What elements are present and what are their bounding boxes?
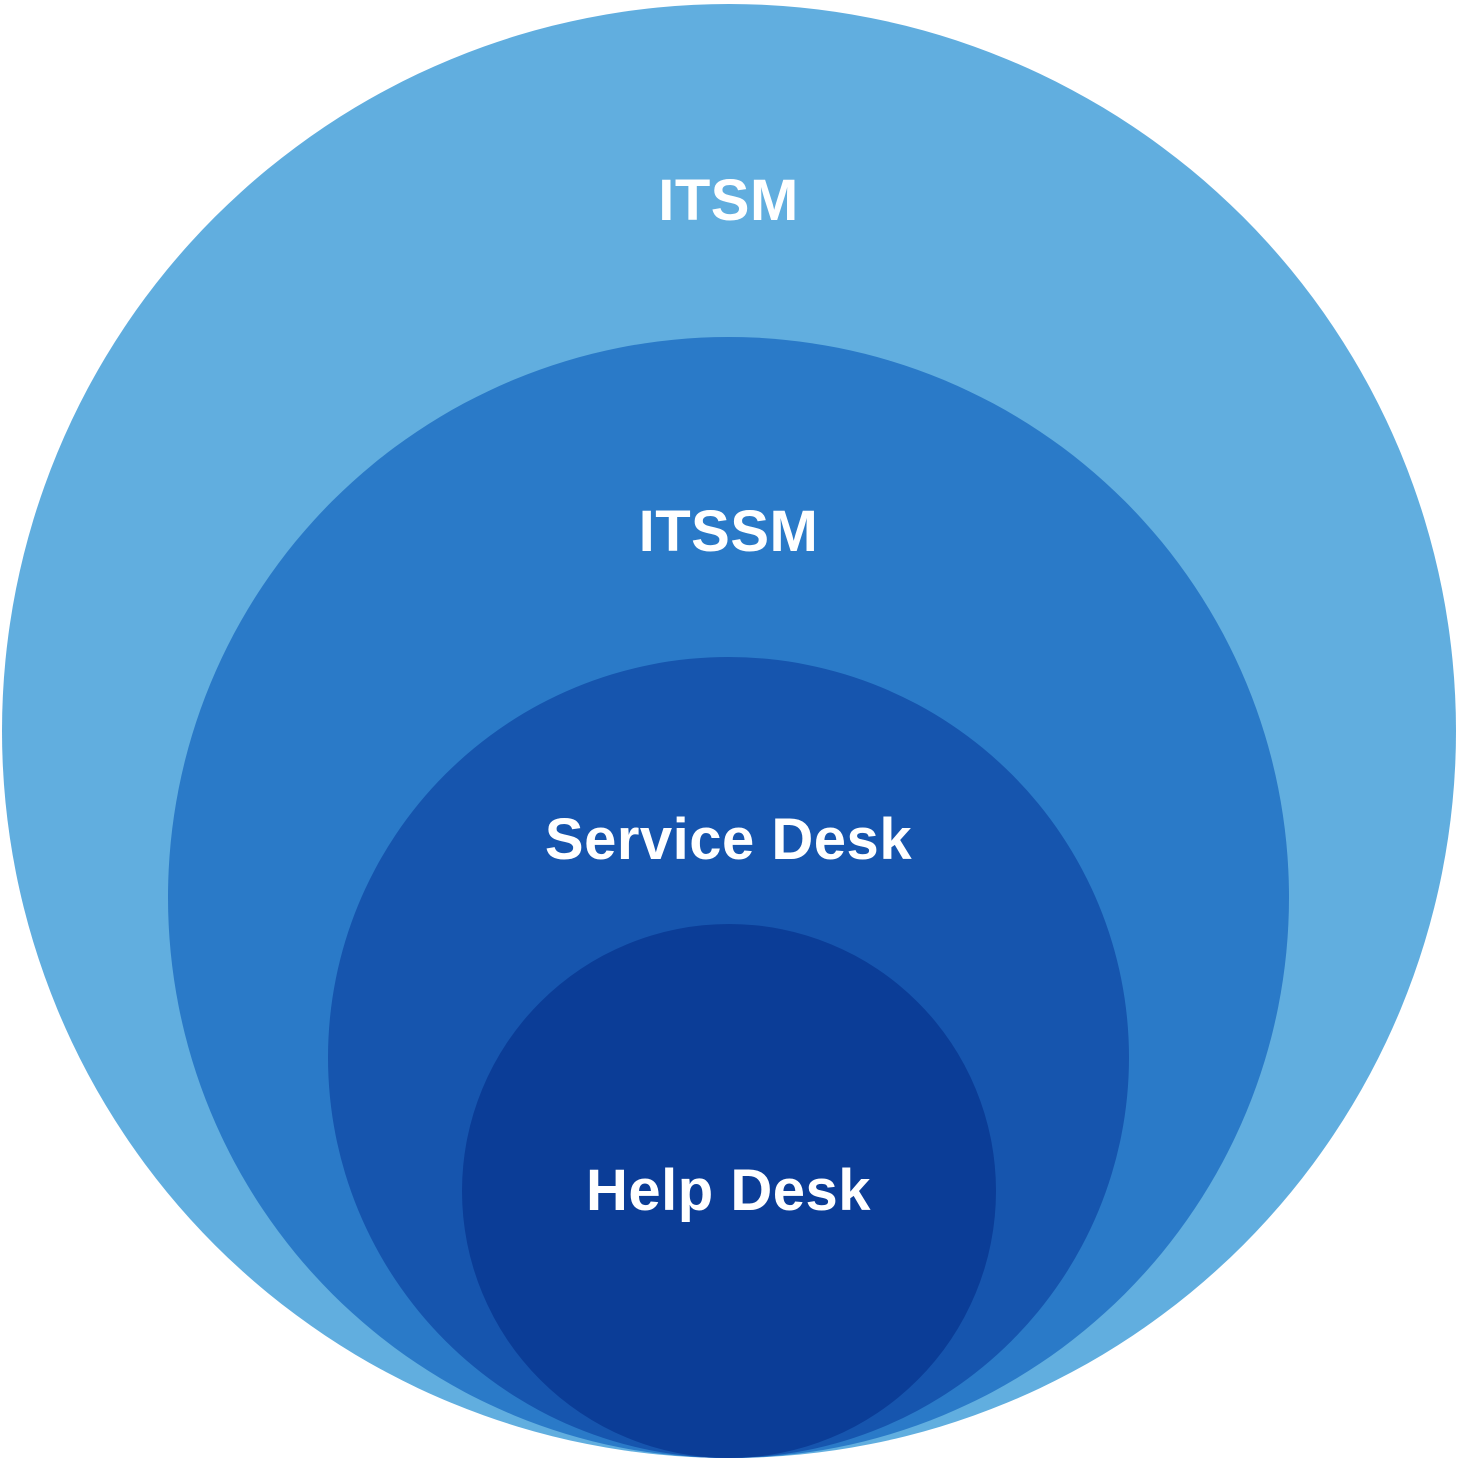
help-desk-circle — [462, 924, 996, 1458]
help-desk-label: Help Desk — [586, 1158, 871, 1223]
itsm-label: ITSM — [658, 168, 799, 233]
itssm-label: ITSSM — [638, 499, 819, 564]
service-desk-label: Service Desk — [544, 807, 913, 872]
